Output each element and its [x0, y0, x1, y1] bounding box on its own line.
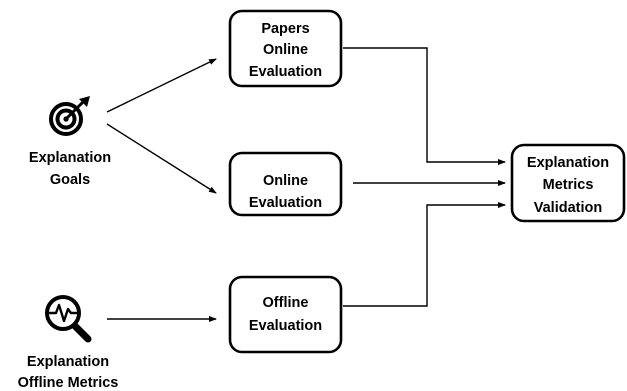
online-evaluation-box: Online Evaluation	[228, 151, 343, 217]
papers-online-line-1: Papers	[261, 21, 309, 37]
magnifier-pulse-icon	[45, 295, 92, 343]
explanation-metrics-validation-box: Explanation Metrics Validation	[510, 143, 626, 223]
offline-evaluation-box: Offline Evaluation	[228, 275, 343, 354]
target-icon	[49, 96, 90, 136]
online-line-2: Evaluation	[249, 195, 322, 211]
offline-line-2: Evaluation	[249, 318, 322, 334]
papers-online-evaluation-box: Papers Online Evaluation	[228, 9, 343, 88]
validation-line-1: Explanation	[527, 155, 609, 171]
papers-online-line-2: Online	[263, 42, 308, 58]
goals-label-line-2: Goals	[50, 172, 90, 188]
validation-line-3: Validation	[534, 200, 603, 216]
papers-online-line-3: Evaluation	[249, 64, 322, 80]
online-line-1: Online	[263, 173, 308, 189]
offline-metrics-label-line-2: Offline Metrics	[18, 375, 119, 391]
offline-line-1: Offline	[263, 295, 309, 311]
edge-papers-online-to-validation	[343, 47, 506, 165]
goals-label-line-1: Explanation	[29, 150, 111, 166]
validation-line-2: Metrics	[543, 177, 594, 193]
offline-metrics-label-line-1: Explanation	[27, 354, 109, 370]
edge-goals-to-online	[106, 123, 217, 194]
edge-goals-to-papers-online	[106, 58, 217, 113]
edge-offline-to-validation	[343, 202, 506, 307]
